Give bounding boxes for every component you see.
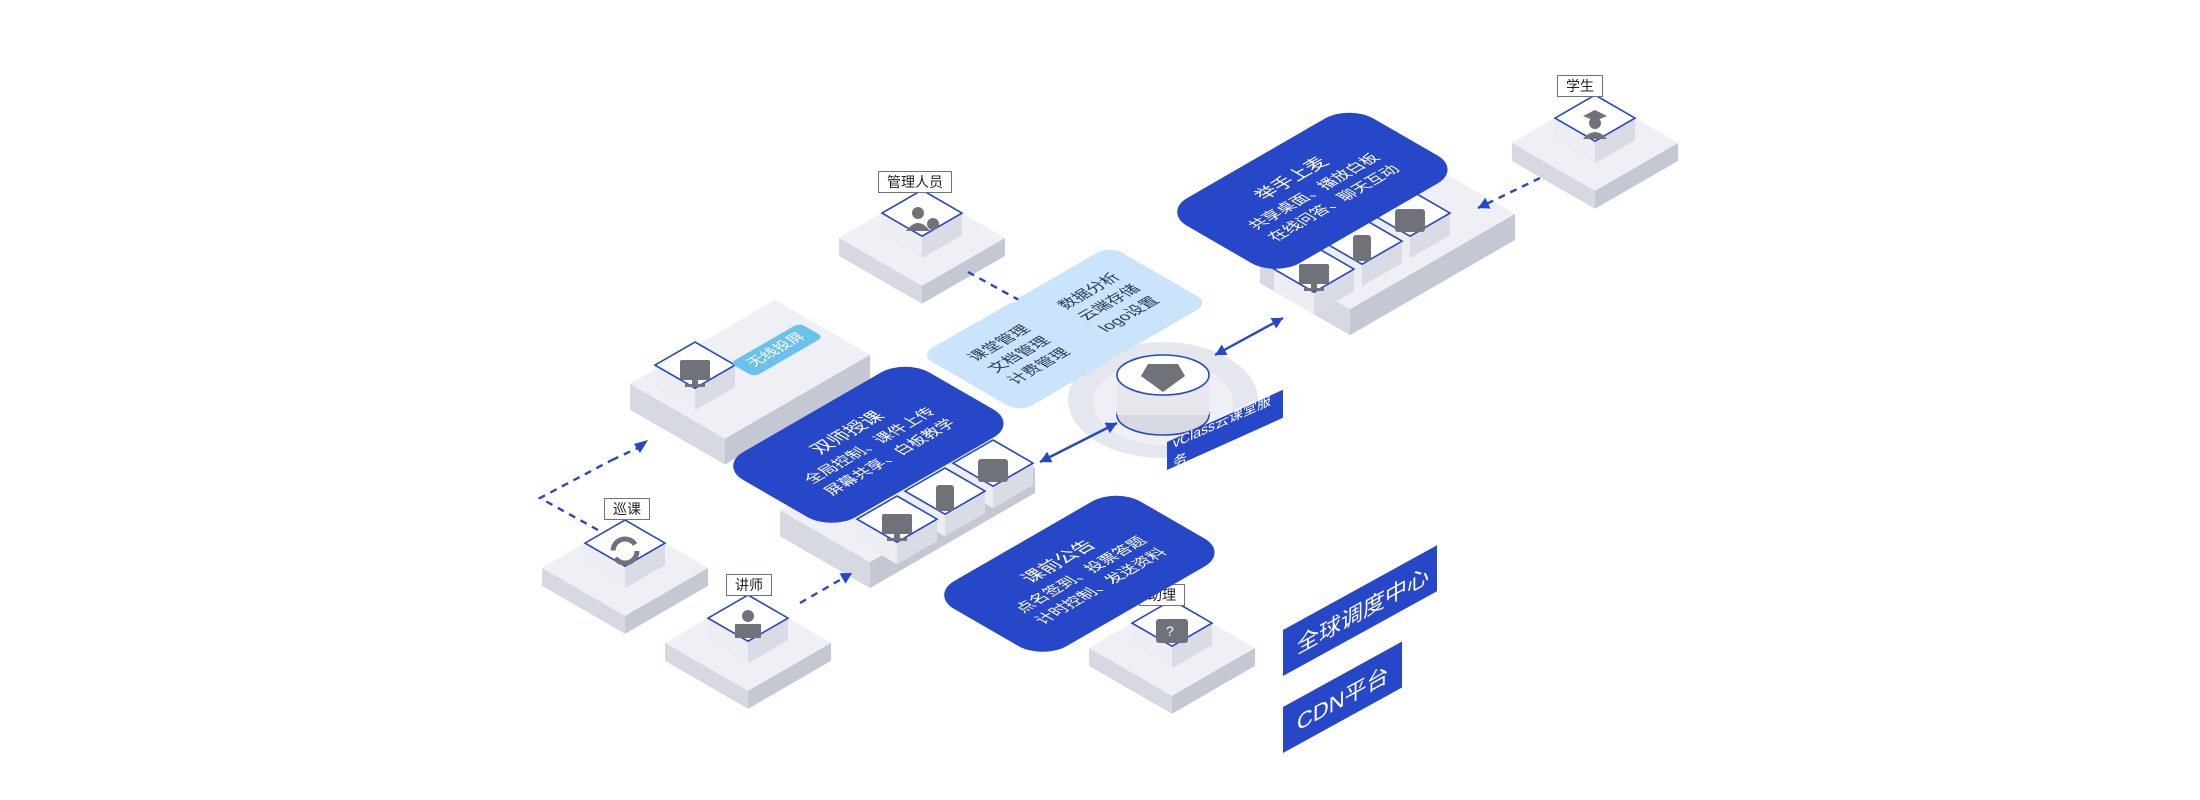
student-pad-tile-right-face [1410, 213, 1450, 259]
lecturer-platform-right-face [748, 642, 831, 709]
admin-tile-left-face [882, 213, 922, 259]
lecturer-connector-line [799, 571, 853, 605]
student-monitor-tile-glyph-screen [1299, 264, 1329, 284]
lecturer-tablet-tile-glyph-body [936, 485, 954, 511]
lecturer-monitor-tile-glyph-neck [894, 534, 900, 539]
student-cloud-connector-head [1215, 344, 1228, 355]
assistant-tile-glyph-bubble [1156, 619, 1188, 643]
lecturer-tile-right-face [748, 618, 788, 664]
student-connector-head [1478, 197, 1491, 209]
wireless-platform-left-face [630, 383, 725, 465]
admin-tile-glyph-body [906, 223, 930, 231]
lecturer-device-platform-left-face [780, 510, 870, 589]
student-platform-left-face [1512, 142, 1595, 209]
admin-platform-right-face [922, 237, 1005, 304]
student-device-platform-right-face [1350, 213, 1515, 336]
student-tile-glyph-head [1589, 117, 1601, 129]
lecturer-monitor-tile-glyph-screen [882, 514, 912, 534]
admin-label: 管理人员 [878, 171, 952, 193]
wireless-monitor-tile-glyph-screen [680, 360, 710, 380]
lecturer-cloud-connector-head [1040, 451, 1053, 463]
student-label: 学生 [1557, 75, 1603, 97]
student-tablet-tile-right-face [1362, 241, 1402, 287]
student-tile-glyph-body [1583, 132, 1607, 139]
admin-tile-glyph-head [912, 207, 924, 219]
student-monitor-tile-left-face [1274, 269, 1314, 315]
student-pad-tile-glyph-body [1395, 209, 1425, 232]
admin-platform-left-face [839, 237, 922, 304]
lecturer-cloud-connector-tail [1104, 422, 1117, 434]
patrol-tile-right-face [625, 543, 665, 589]
lecturer-tile-glyph-desk [735, 624, 761, 638]
lecturer-monitor-tile-glyph-base [887, 538, 907, 541]
wireless-platform-right-face [725, 354, 870, 465]
assistant-platform-left-face [1089, 647, 1172, 714]
lecturer-tablet-tile-right-face [945, 491, 985, 537]
student-tile-glyph-cap [1583, 110, 1607, 121]
assistant-tile-right-face [1172, 623, 1212, 669]
lecturer-monitor-tile-left-face [857, 519, 897, 565]
student-platform-right-face [1595, 142, 1678, 209]
assistant-tile-glyph-mark: ? [1166, 623, 1174, 639]
patrol-connector-line [537, 458, 613, 532]
cloud-shield-icon [1141, 364, 1185, 392]
lecturer-tile-left-face [708, 618, 748, 664]
student-tile-left-face [1555, 118, 1595, 164]
student-monitor-tile-glyph-neck [1311, 284, 1317, 289]
student-monitor-tile-right-face [1314, 269, 1354, 315]
lecturer-pad-tile-glyph-body [978, 459, 1008, 482]
patrol-platform-left-face [542, 567, 625, 634]
wireless-monitor-tile-glyph-base [685, 384, 705, 387]
patrol-label: 巡课 [604, 498, 650, 520]
patrol-connector-tail [611, 444, 643, 462]
assistant-tile-left-face [1132, 623, 1172, 669]
student-cloud-connector-line [1214, 316, 1284, 357]
admin-tile-glyph-badge [927, 218, 939, 230]
student-cloud-connector-tail [1270, 318, 1283, 329]
patrol-tile-top-face [583, 519, 667, 568]
lecturer-monitor-tile-right-face [897, 519, 937, 565]
lecturer-label: 讲师 [726, 574, 772, 596]
wireless-monitor-tile-left-face [655, 365, 695, 411]
lecturer-tile-glyph-head [742, 610, 754, 622]
student-tile-right-face [1595, 118, 1635, 164]
lecturer-connector-head [839, 573, 852, 584]
patrol-tile-left-face [585, 543, 625, 589]
assistant-platform-right-face [1172, 647, 1255, 714]
lecturer-pad-tile-right-face [993, 463, 1033, 509]
lecturer-platform-left-face [665, 642, 748, 709]
student-tablet-tile-glyph-body [1353, 235, 1371, 261]
patrol-platform-right-face [625, 567, 708, 634]
lecturer-cloud-connector-line [1039, 421, 1118, 464]
patrol-tile-glyph-ring [610, 536, 640, 566]
wireless-monitor-tile-right-face [695, 365, 735, 411]
student-connector-line [1477, 176, 1541, 210]
student-monitor-tile-glyph-base [1304, 288, 1324, 291]
wireless-monitor-tile-glyph-neck [692, 380, 698, 385]
admin-tile-right-face [922, 213, 962, 259]
